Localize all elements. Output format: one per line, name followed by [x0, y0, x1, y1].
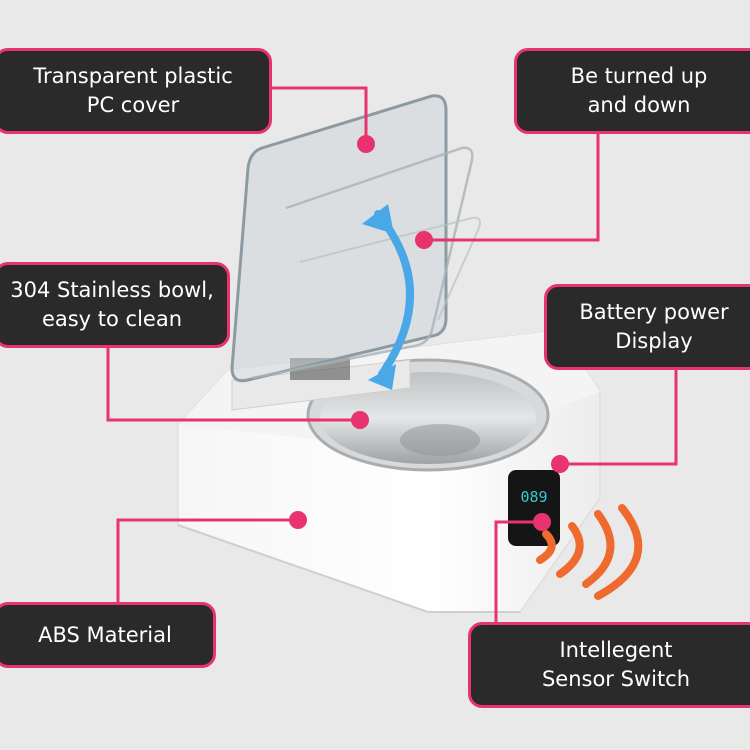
callout-line: easy to clean: [41, 307, 183, 331]
callout-line: Sensor Switch: [541, 667, 691, 691]
callout-pc-cover: Transparent plastic PC cover: [0, 48, 272, 134]
callout-stainless-bowl: 304 Stainless bowl, easy to clean: [0, 262, 230, 348]
callout-line: Battery power: [579, 300, 729, 324]
callout-line: Display: [615, 329, 693, 353]
pc-cover: [230, 94, 481, 383]
callout-battery-display: Battery power Display: [544, 284, 750, 370]
marker-dots: [289, 135, 569, 531]
battery-display: [508, 470, 560, 546]
display-readout: 089: [520, 488, 547, 506]
leader-lines: [106, 86, 678, 622]
callout-line: Be turned up: [570, 64, 708, 88]
callout-line: ABS Material: [38, 622, 172, 647]
lid-hinge: [231, 358, 411, 411]
callout-line: Transparent plastic: [33, 64, 233, 88]
callout-turned-up-down: Be turned up and down: [514, 48, 750, 134]
callout-sensor-switch: Intellegent Sensor Switch: [468, 622, 750, 708]
callout-line: and down: [587, 93, 691, 117]
sensor-wave-icon: [536, 504, 643, 600]
callout-line: PC cover: [86, 93, 180, 117]
callout-line: 304 Stainless bowl,: [10, 278, 214, 302]
callout-abs-material: ABS Material: [0, 602, 216, 668]
callout-line: Intellegent: [559, 638, 673, 662]
rotate-arrow-icon: [362, 204, 414, 390]
